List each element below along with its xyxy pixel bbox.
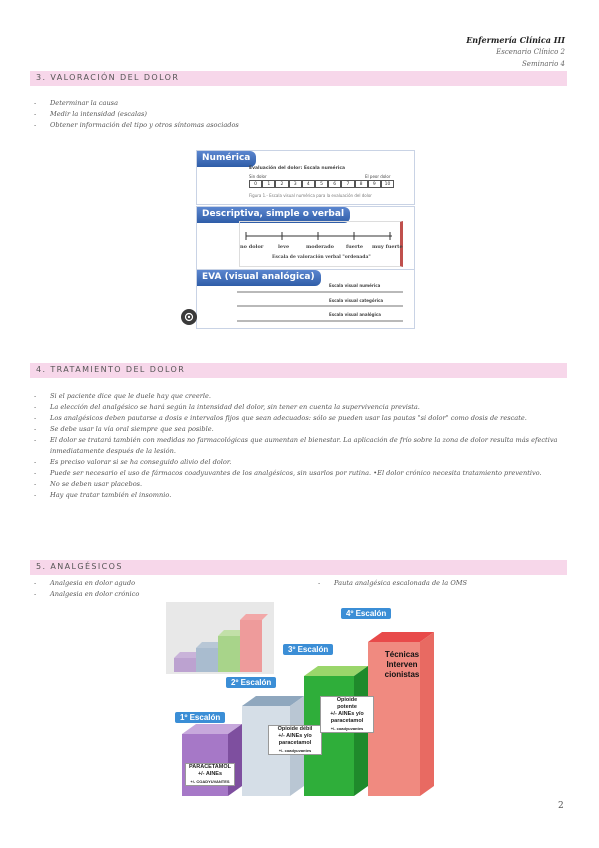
step-4-box: Técnicas Interven cionistas	[377, 650, 427, 680]
list-item: Pauta analgésica escalonada de la OMS	[316, 578, 467, 589]
step-3-label: 3º Escalón	[283, 644, 334, 655]
verbal-scale-title: Descriptiva, simple o verbal	[197, 207, 351, 223]
small-staircase-thumbnail	[166, 602, 274, 674]
step-3-line-2: +/- AINEs y/o	[330, 711, 364, 717]
step-4-line-0: Técnicas	[384, 650, 420, 659]
step-2-label: 2º Escalón	[226, 677, 277, 688]
header-subtitle: Escenario Clínico 2	[496, 48, 565, 56]
eva-scale-panel: EVA (visual analógica) Escala visual num…	[196, 269, 415, 329]
numeric-min-label: Sin dolor	[249, 174, 267, 179]
step-1-line-2: +/- COADYUVANTES	[190, 779, 230, 784]
document-title: Enfermería Clínica III	[466, 35, 565, 45]
eva-sub-analog: Escala visual analógica	[329, 312, 381, 317]
numeric-scale-title: Numérica	[197, 151, 257, 167]
list-item: Analgesia en dolor agudo	[32, 578, 139, 589]
list-item: Determinar la causa	[32, 98, 239, 109]
numeric-box: 9	[367, 180, 381, 188]
numeric-max-label: El peor dolor	[365, 174, 391, 179]
step-3-line-0: Opioide	[336, 697, 358, 703]
section-3-heading-band: 3. VALORACIÓN DEL DOLOR	[30, 71, 567, 86]
step-1-box: PARACETAMOL +/- AINEs +/- COADYUVANTES	[185, 763, 235, 786]
list-item: Puede ser necesario el uso de fármacos c…	[32, 468, 560, 479]
step-1-label: 1º Escalón	[175, 712, 226, 723]
list-item: Se debe usar la vía oral siempre que sea…	[32, 424, 560, 435]
step-3-box: Opioide potente +/- AINEs y/o paracetamo…	[320, 696, 374, 733]
list-item: Analgesia en dolor crónico	[32, 589, 139, 600]
verbal-label-3: fuerte	[346, 244, 364, 250]
eva-sub-numeric: Escala visual numérica	[329, 283, 381, 288]
eva-numeric-line	[237, 291, 403, 293]
lens-icon-glyph	[184, 312, 194, 322]
step-4-label: 4º Escalón	[341, 608, 392, 619]
eva-categorical-line	[237, 305, 403, 307]
numeric-caption: Figura 1.- Escala visual numérica para l…	[249, 193, 372, 198]
step-2-line-1: +/- AINEs y/o	[278, 733, 312, 739]
numeric-box: 7	[341, 180, 355, 188]
list-item: Si el paciente dice que le duele hay que…	[32, 391, 560, 402]
verbal-caption: Escala de valoración verbal "ordenada"	[272, 255, 371, 260]
step-2-line-3: +/- coadyuvantes	[278, 748, 312, 753]
lens-icon[interactable]	[181, 309, 197, 325]
step-2-box: Opioide débil +/- AINEs y/o paracetamol …	[268, 725, 322, 755]
numeric-box: 6	[328, 180, 342, 188]
page-number: 2	[558, 801, 564, 811]
step-3-line-4: +/- coadyuvantes	[330, 726, 364, 731]
numeric-box: 1	[262, 180, 276, 188]
step-1-line-1: +/- AINEs	[197, 771, 223, 777]
section-5-heading-band: 5. ANALGÉSICOS	[30, 560, 567, 575]
numeric-scale-panel: Numérica Evaluación del dolor: Escala nu…	[196, 150, 415, 205]
step-1-line-0: PARACETAMOL	[189, 764, 231, 770]
step-3-line-3: paracetamol	[330, 718, 364, 724]
section-4-list: Si el paciente dice que le duele hay que…	[32, 391, 560, 501]
list-item: Obtener información del tipo y otros sín…	[32, 120, 239, 131]
list-item: No se deben usar placebos.	[32, 479, 560, 490]
verbal-label-1: leve	[278, 244, 290, 250]
verbal-label-4: muy fuerte	[372, 244, 403, 250]
list-item: La elección del analgésico se hará según…	[32, 402, 560, 413]
list-item: Hay que tratar también el insomnio.	[32, 490, 560, 501]
list-item: Los analgésicos deben pautarse a dosis e…	[32, 413, 560, 424]
numeric-box: 3	[288, 180, 302, 188]
numeric-inner-title: Evaluación del dolor: Escala numérica	[249, 166, 346, 171]
eva-scale-title: EVA (visual analógica)	[197, 270, 321, 286]
list-item: El dolor se tratará también con medidas …	[32, 435, 560, 457]
numeric-box: 10	[380, 180, 395, 188]
verbal-scale-box: no dolor leve moderado fuerte muy fuerte…	[239, 221, 403, 267]
header-session: Seminario 4	[522, 60, 565, 68]
verbal-label-0: no dolor	[240, 244, 264, 250]
step-2-line-0: Opioide débil	[277, 726, 313, 732]
numeric-box: 0	[249, 180, 263, 188]
eva-sub-categorical: Escala visual categórica	[329, 298, 384, 303]
step-4-line-1: Interven	[386, 660, 418, 669]
step-3-line-1: potente	[337, 704, 357, 710]
section-5-list-right: Pauta analgésica escalonada de la OMS	[316, 578, 467, 589]
verbal-scale-panel: Descriptiva, simple o verbal no dolor le…	[196, 206, 415, 270]
section-5-heading: 5. ANALGÉSICOS	[36, 562, 123, 571]
verbal-scale-line	[245, 232, 392, 240]
list-item: Medir la intensidad (escalas)	[32, 109, 239, 120]
eva-analog-line	[237, 320, 403, 322]
numeric-box: 2	[275, 180, 289, 188]
numeric-box: 5	[314, 180, 329, 188]
section-5-list-left: Analgesia en dolor agudo Analgesia en do…	[32, 578, 139, 600]
section-4-heading-band: 4. TRATAMIENTO DEL DOLOR	[30, 363, 567, 378]
section-3-heading: 3. VALORACIÓN DEL DOLOR	[36, 73, 180, 82]
section-4-heading: 4. TRATAMIENTO DEL DOLOR	[36, 365, 186, 374]
section-3-list: Determinar la causa Medir la intensidad …	[32, 98, 239, 131]
step-4-line-2: cionistas	[384, 670, 420, 679]
step-2-line-2: paracetamol	[278, 740, 312, 746]
numeric-box: 8	[354, 180, 368, 188]
numeric-box: 4	[301, 180, 315, 188]
list-item: Es preciso valorar si se ha conseguido a…	[32, 457, 560, 468]
verbal-label-2: moderado	[306, 244, 335, 250]
